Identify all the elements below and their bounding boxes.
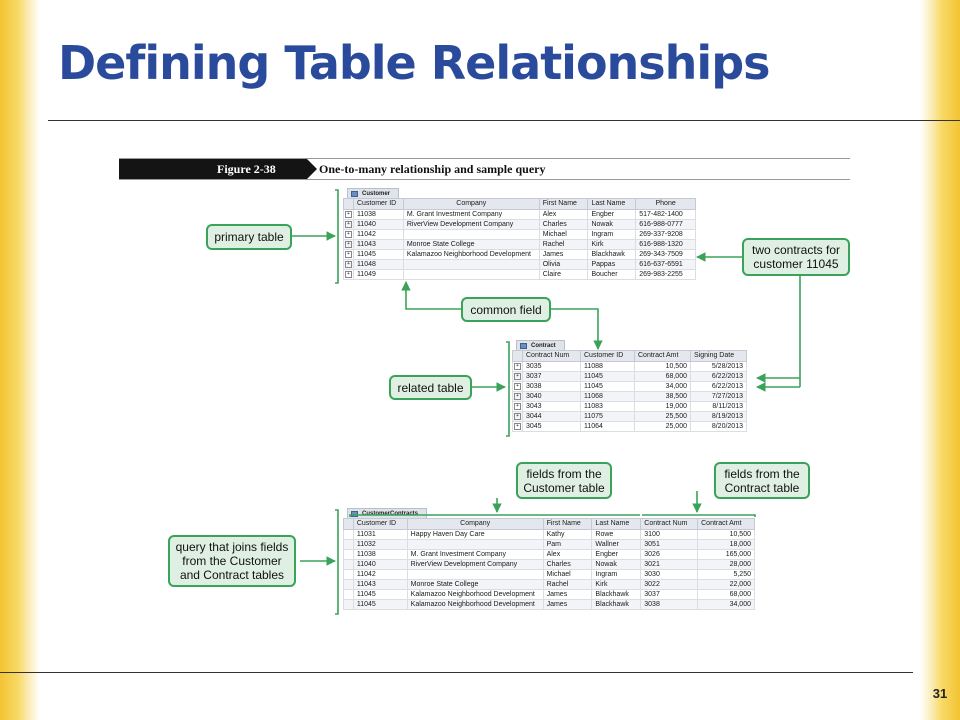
- common-field-text: common field: [470, 302, 542, 317]
- query-field-brace: [349, 514, 756, 517]
- primary-table-text: primary table: [214, 230, 284, 244]
- query-bracket: [335, 509, 339, 615]
- query-icon: [351, 511, 358, 517]
- expand-plus-icon[interactable]: +: [344, 220, 352, 228]
- two-contracts-text-1: two contracts for: [751, 243, 841, 257]
- expand-plus-icon[interactable]: +: [344, 260, 352, 268]
- footer-rule: [0, 672, 913, 673]
- figure-caption: One-to-many relationship and sample quer…: [319, 162, 546, 176]
- table-cell[interactable]: 269-983-2255: [635, 269, 696, 280]
- customer-bracket: [335, 189, 339, 284]
- expand-plus-icon[interactable]: +: [344, 250, 352, 258]
- expand-plus-icon[interactable]: +: [514, 362, 521, 370]
- expand-plus-icon[interactable]: +: [344, 230, 352, 238]
- table-cell[interactable]: 8/20/2013: [690, 421, 747, 432]
- query-tab-label: CustomerContracts: [362, 511, 419, 517]
- expand-plus-icon[interactable]: +: [514, 412, 521, 420]
- expand-plus-icon[interactable]: +: [344, 240, 352, 248]
- expand-plus-icon[interactable]: +: [514, 382, 521, 390]
- related-table-callout: related table: [389, 375, 472, 400]
- expand-plus-icon[interactable]: +: [344, 270, 352, 278]
- expand-plus-icon[interactable]: +: [514, 372, 521, 380]
- query-table-tab[interactable]: CustomerContracts: [347, 508, 428, 519]
- table-cell[interactable]: 34,000: [697, 599, 755, 610]
- primary-table-callout: primary table: [206, 224, 292, 250]
- table-icon: [351, 191, 358, 197]
- fields-customer-text-1: fields from the: [526, 466, 602, 481]
- fields-contract-text-1: fields from the: [724, 466, 800, 481]
- table-cell[interactable]: [402, 269, 540, 280]
- left-decor-strip: [0, 0, 40, 720]
- two-contracts-text-2: customer 11045: [753, 257, 839, 271]
- column-header[interactable]: Last Name: [591, 518, 642, 530]
- expand-plus-icon[interactable]: +: [514, 402, 521, 410]
- expand-plus-icon[interactable]: +: [514, 392, 521, 400]
- page-number: 31: [932, 686, 948, 701]
- fields-contract-text-2: Contract table: [724, 480, 800, 495]
- figure-header: Figure 2-38 One-to-many relationship and…: [119, 158, 850, 180]
- common-field-arrow-up: [401, 281, 461, 310]
- slide-title: Defining Table Relationships: [58, 36, 771, 90]
- contract-bracket: [506, 341, 510, 437]
- contract-tab-label: Contract: [531, 343, 556, 349]
- query-joins-text-1: query that joins fields: [175, 540, 289, 554]
- table-icon: [520, 343, 527, 349]
- common-field-arrow-down: [551, 308, 603, 350]
- query-joins-text-3: and Contract tables: [179, 568, 285, 582]
- fields-customer-text-2: Customer table: [523, 480, 605, 495]
- figure-label-box: Figure 2-38: [119, 159, 307, 179]
- customer-table-tab[interactable]: Customer: [347, 188, 400, 199]
- title-rule: [48, 120, 960, 121]
- table-cell[interactable]: Kalamazoo Neighborhood Development: [406, 599, 544, 610]
- expand-plus-icon[interactable]: +: [344, 210, 352, 218]
- related-table-text: related table: [397, 380, 464, 395]
- customer-tab-label: Customer: [362, 191, 391, 197]
- common-field-callout: common field: [461, 297, 551, 322]
- expand-plus-icon[interactable]: +: [514, 422, 521, 430]
- figure-label-arrow: [307, 159, 317, 179]
- contract-table-tab[interactable]: Contract: [516, 340, 565, 351]
- query-joins-text-2: from the Customer: [182, 554, 282, 568]
- figure-label: Figure 2-38: [217, 162, 276, 176]
- column-header[interactable]: Customer ID: [580, 350, 635, 362]
